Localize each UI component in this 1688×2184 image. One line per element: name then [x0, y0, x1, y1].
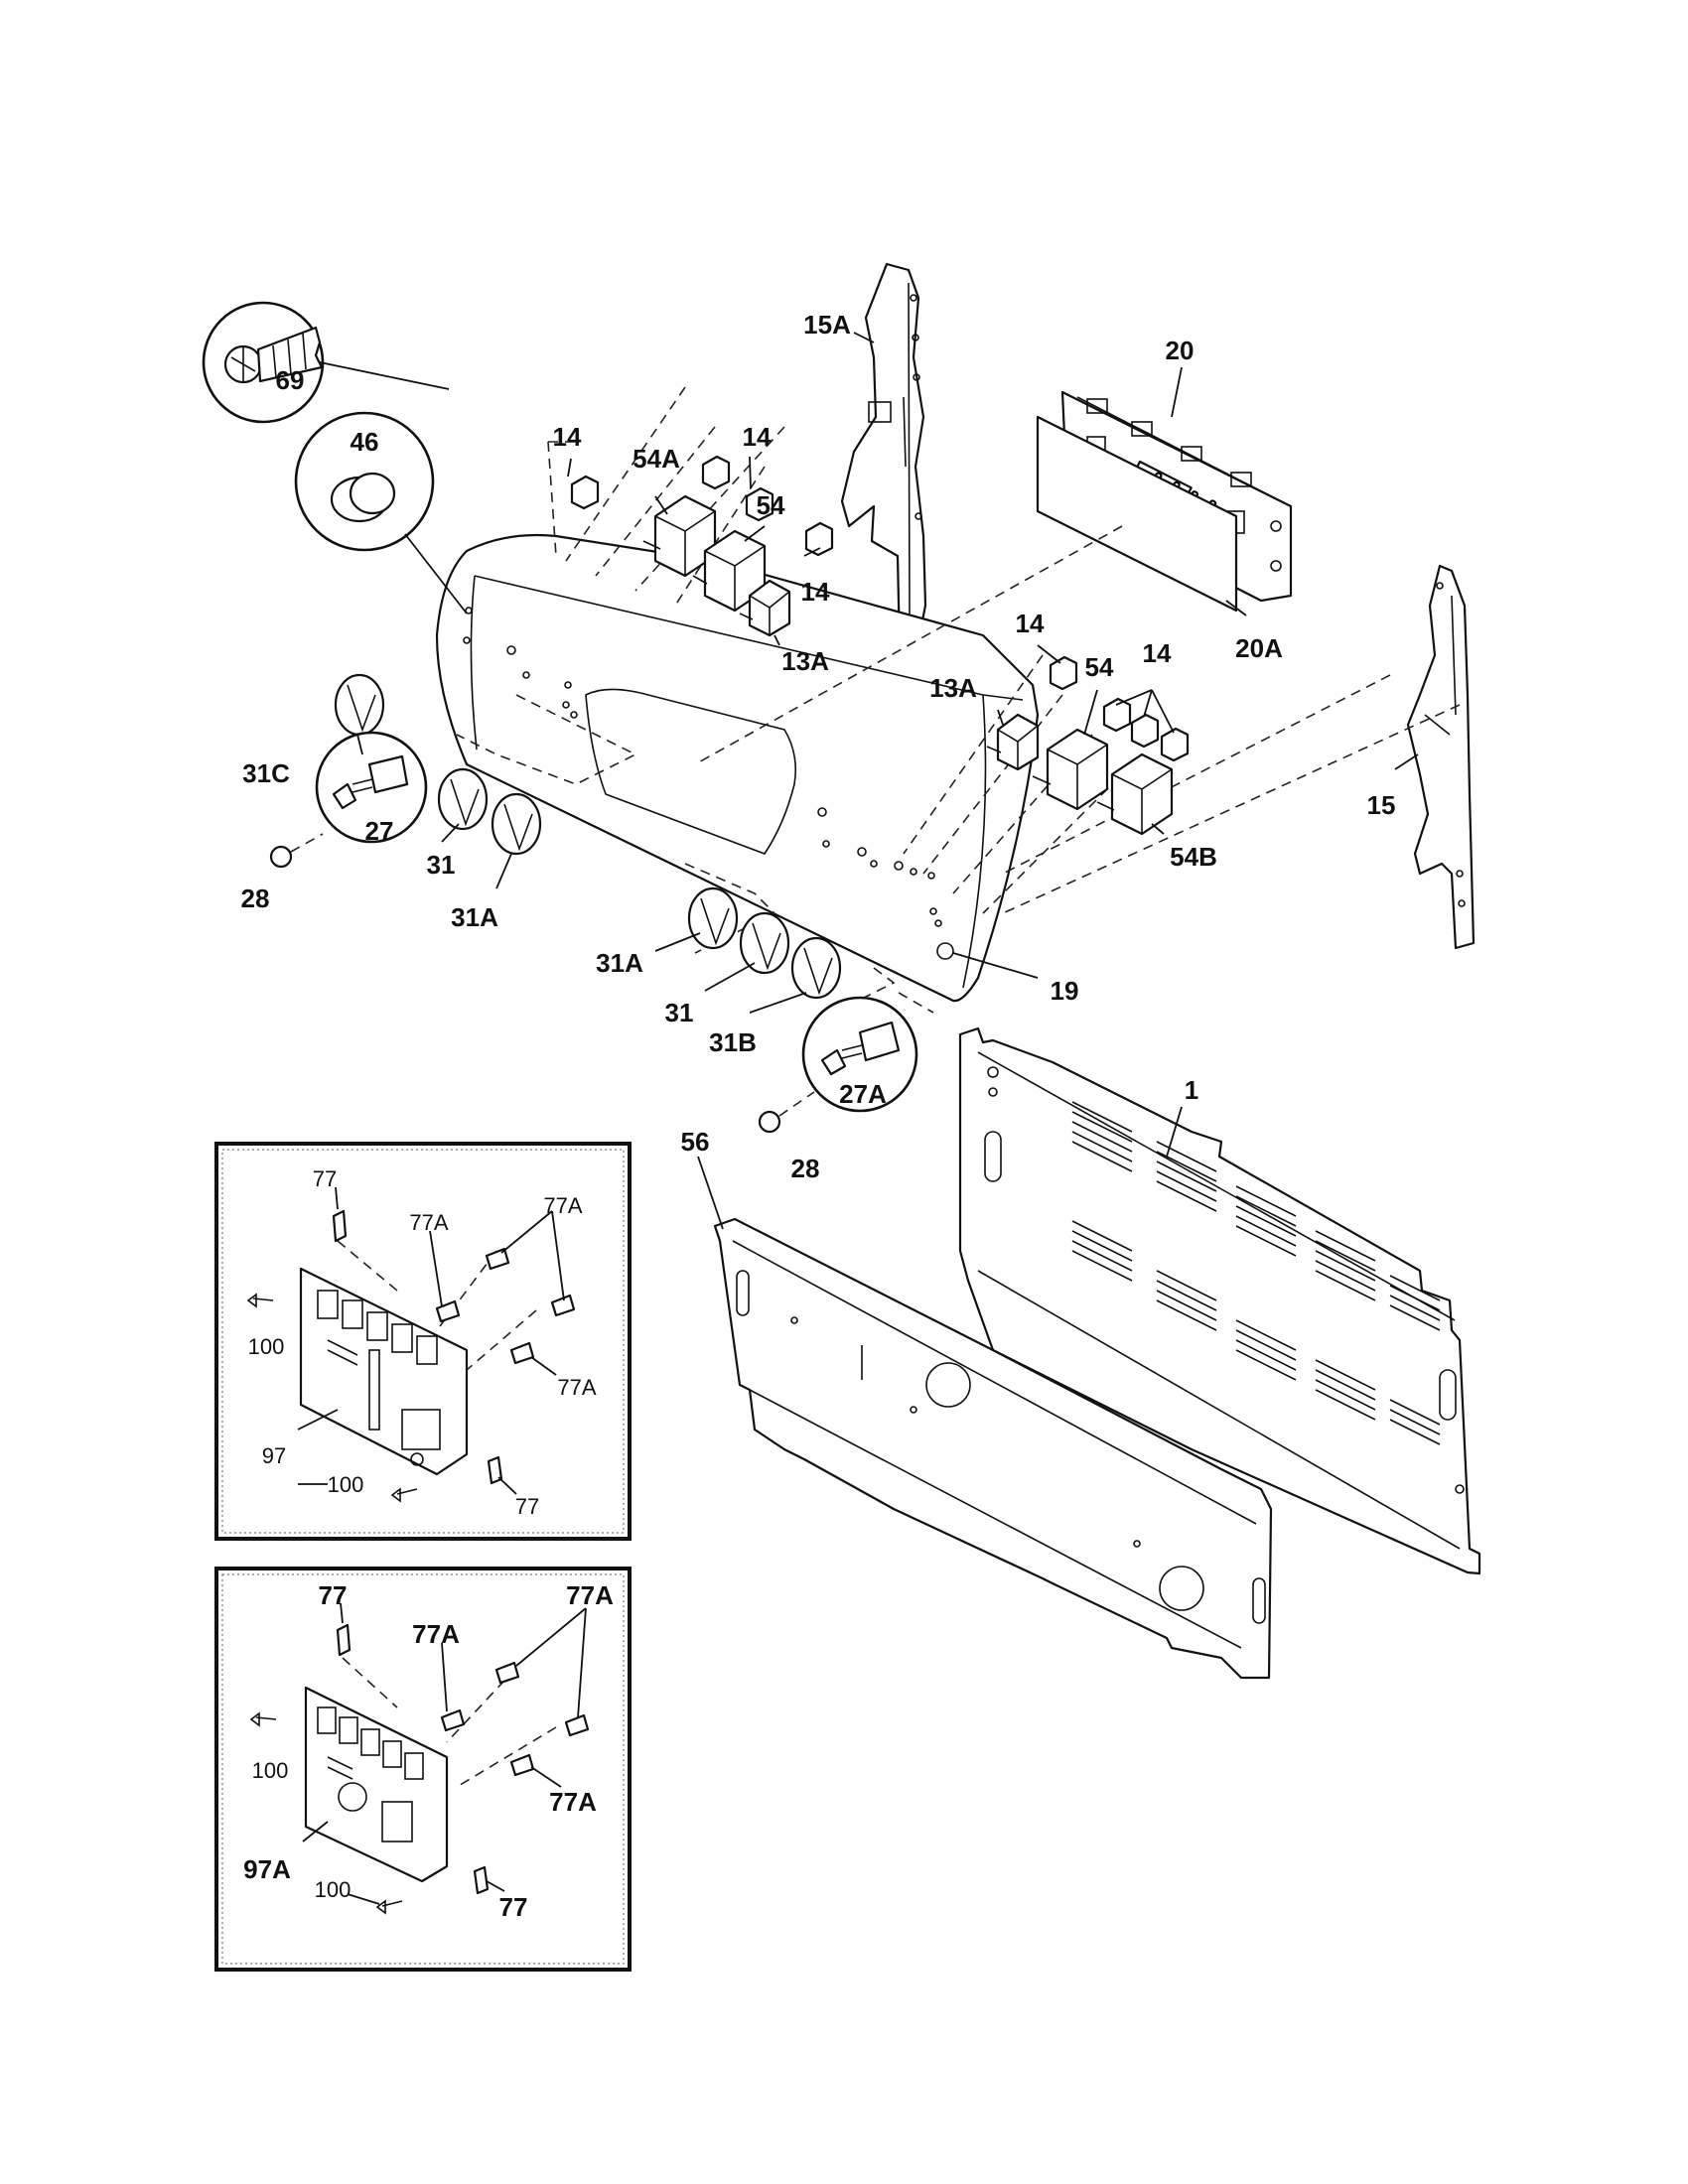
label-27a: 27A: [839, 1079, 887, 1109]
label-14-b: 14: [742, 422, 772, 452]
label-15a: 15A: [803, 310, 851, 340]
callout-27a: [801, 996, 918, 1113]
label-20: 20: [1165, 336, 1195, 365]
label-14-a: 14: [552, 422, 582, 452]
label-13a-a: 13A: [781, 646, 829, 676]
label-14-e: 14: [1142, 638, 1172, 668]
fasteners-inset-2: [249, 1623, 590, 1915]
label-54-a: 54: [756, 490, 785, 520]
label-31-b: 31: [664, 998, 694, 1027]
control-panel-19: [435, 533, 1040, 1003]
label-31c: 31C: [242, 758, 290, 788]
label-27: 27: [364, 816, 394, 846]
inset1-label-77-top: 77: [312, 1166, 338, 1191]
vent-slots: [1071, 1101, 1441, 1445]
rear-panel-1: [958, 1026, 1481, 1575]
knob-31a-lower: [687, 887, 739, 950]
inset1-label-77a-b: 77A: [543, 1193, 583, 1218]
label-56: 56: [680, 1127, 710, 1157]
switch-54b: [1096, 752, 1174, 836]
label-20a: 20A: [1235, 633, 1283, 663]
inset1-label-97: 97: [261, 1443, 287, 1468]
inset1-label-77a-c: 77A: [557, 1375, 597, 1400]
label-1: 1: [1184, 1075, 1199, 1105]
knob-31c: [334, 673, 385, 737]
label-14-c: 14: [800, 577, 830, 607]
label-31b: 31B: [709, 1027, 757, 1057]
inset2-label-100-b: 100: [314, 1877, 352, 1902]
switch-54-lower: [1032, 728, 1109, 811]
inset2-label-77-bottom: 77: [498, 1892, 528, 1922]
label-46: 46: [350, 427, 379, 457]
inset1-label-100-a: 100: [247, 1334, 285, 1359]
label-31-a: 31: [426, 850, 456, 880]
overlay-20a: [1036, 415, 1238, 613]
switch-13a-lower: [986, 713, 1040, 771]
knob-31b: [790, 936, 842, 1000]
inset2-label-97a: 97A: [243, 1854, 291, 1884]
label-54-b: 54: [1084, 652, 1114, 682]
inset1-label-77a-a: 77A: [409, 1210, 449, 1235]
inset2-label-77a-a: 77A: [566, 1580, 614, 1610]
label-69: 69: [275, 365, 305, 395]
label-13a-b: 13A: [929, 673, 977, 703]
label-19: 19: [1050, 976, 1079, 1006]
inset-frame-upper: [214, 1142, 632, 1541]
plugs-28: [269, 833, 815, 1134]
inset2-label-77a-b: 77A: [412, 1619, 460, 1649]
knob-31-upper: [437, 767, 489, 831]
control-board-97a: [304, 1657, 557, 1883]
inset-frame-lower: [214, 1567, 632, 1972]
label-54a: 54A: [633, 444, 680, 474]
inset2-label-100-a: 100: [251, 1758, 289, 1783]
inset2-label-77-top: 77: [318, 1580, 348, 1610]
control-board-97: [299, 1240, 537, 1476]
inset1-label-77-bottom: 77: [514, 1494, 540, 1519]
side-bracket-15a: [840, 262, 927, 651]
callout-27: [315, 731, 428, 844]
callout-69-main: [202, 301, 450, 424]
label-54b: 54B: [1170, 842, 1217, 872]
label-15: 15: [1366, 790, 1396, 820]
label-31a-b: 31A: [596, 948, 643, 978]
label-28-a: 28: [240, 884, 270, 913]
label-28-b: 28: [790, 1154, 820, 1183]
mounting-bracket-56: [713, 1217, 1273, 1680]
leader-lines: [297, 332, 1419, 1905]
inset2-label-77a-c: 77A: [549, 1787, 597, 1817]
inset1-label-100-b: 100: [327, 1472, 364, 1497]
side-bracket-15: [1406, 564, 1476, 950]
callout-46: [294, 411, 468, 614]
fasteners-inset-1: [246, 1209, 576, 1503]
label-31a-a: 31A: [451, 902, 498, 932]
label-14-d: 14: [1015, 609, 1045, 638]
knobs: [334, 673, 842, 1000]
signal-switches-14: [570, 455, 1190, 762]
switch-13a-upper: [739, 579, 791, 637]
knob-31-lower: [739, 911, 790, 975]
knob-31a-upper: [491, 792, 542, 856]
